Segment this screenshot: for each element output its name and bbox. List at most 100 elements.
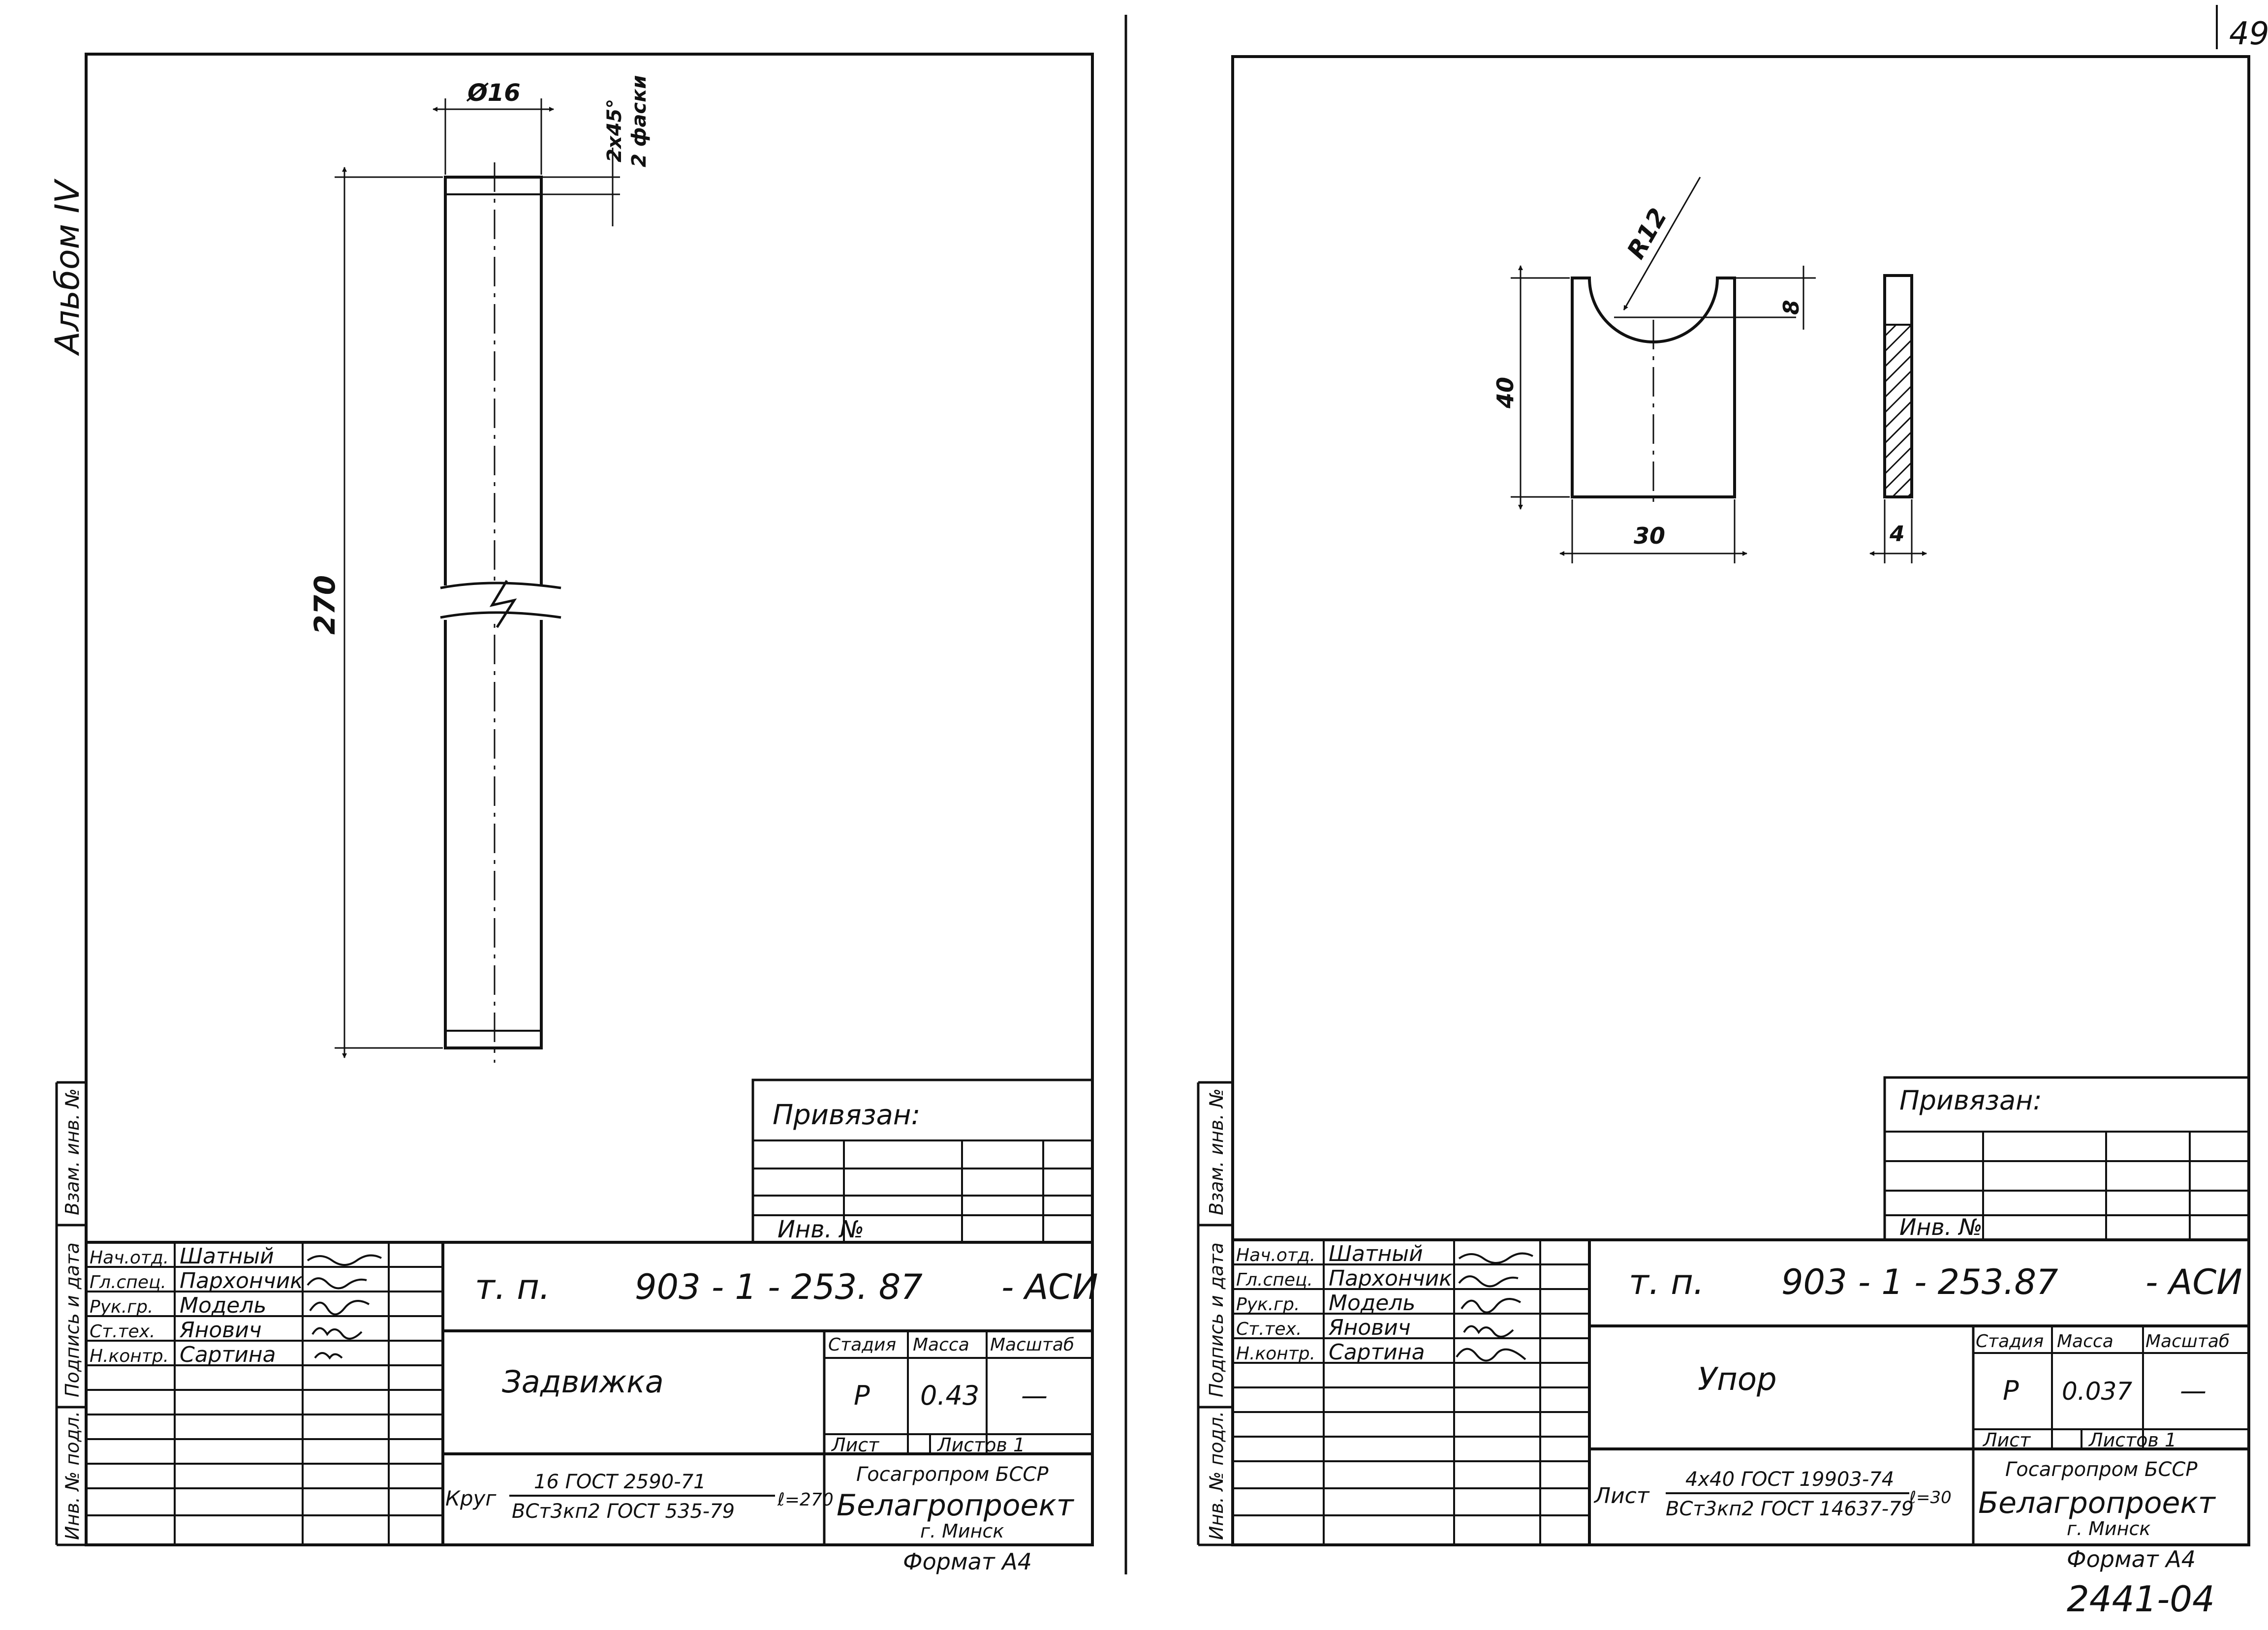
right-role-4: Н.контр. xyxy=(1236,1344,1315,1364)
signature-scribble xyxy=(1460,1298,1521,1314)
right-material-length: ℓ=30 xyxy=(1909,1488,1952,1507)
left-signature-grid xyxy=(86,1242,443,1545)
dim-depth: 8 xyxy=(1779,300,1804,315)
right-title-block: Нач.отд. Гл.спец. Рук.гр. Ст.тех. Н.конт… xyxy=(1233,1238,2249,1572)
right-sheets-label: Листов 1 xyxy=(2088,1429,2176,1451)
right-material-prefix: Лист xyxy=(1593,1483,1650,1508)
left-org-line1: Госагропром БССР xyxy=(856,1463,1049,1486)
dim-diameter: Ø16 xyxy=(466,79,521,107)
right-inv-no-label: Инв. № xyxy=(1899,1214,1983,1240)
pin-drawing: Ø16 2x45° 2 фаски 270 xyxy=(308,75,651,1063)
right-part-name: Упор xyxy=(1698,1361,1777,1398)
left-doc-number: 903 - 1 - 253. 87 xyxy=(635,1267,923,1307)
right-privyazan-block: Привязан: Инв. № xyxy=(1883,1076,2250,1241)
dim-thickness: 4 xyxy=(1889,522,1905,547)
right-doc-suffix: - АСИ xyxy=(2145,1262,2242,1302)
left-name-1: Пархончик xyxy=(180,1268,303,1293)
right-name-1: Пархончик xyxy=(1329,1266,1452,1291)
left-sheets-label: Листов 1 xyxy=(936,1434,1025,1456)
right-name-2: Модель xyxy=(1329,1291,1415,1316)
side-inv-label: Инв. № подл. xyxy=(1206,1411,1227,1540)
dim-width: 30 xyxy=(1634,523,1665,549)
right-sheet-label: Лист xyxy=(1982,1429,2031,1451)
left-mass-value: 0.43 xyxy=(920,1380,979,1411)
right-doc-number: 903 - 1 - 253.87 xyxy=(1781,1262,2058,1302)
left-sheet: Взам. инв. № Подпись и дата Инв. № подл.… xyxy=(55,53,1098,1575)
left-org-line2: Белагропроект xyxy=(837,1488,1075,1523)
right-org-line2: Белагропроект xyxy=(1978,1486,2216,1520)
right-sheet: Взам. инв. № Подпись и дата Инв. № подл.… xyxy=(1197,55,2250,1572)
page-number: 49 xyxy=(2229,16,2268,52)
left-name-3: Янович xyxy=(179,1318,262,1343)
break-mark xyxy=(489,580,517,628)
plate-side-view xyxy=(1883,274,1913,498)
right-org-line1: Госагропром БССР xyxy=(2005,1458,2198,1481)
dim-length: 270 xyxy=(308,575,342,635)
bottom-code: 2441-04 xyxy=(2067,1578,2215,1620)
right-mass-label: Масса xyxy=(2057,1331,2113,1352)
side-inv-label: Инв. № подл. xyxy=(62,1411,83,1540)
signature-scribble xyxy=(1456,1348,1526,1362)
side-vzam-label: Взам. инв. № xyxy=(62,1088,83,1215)
right-role-0: Нач.отд. xyxy=(1236,1245,1315,1265)
signature-scribble xyxy=(311,1327,363,1340)
left-role-0: Нач.отд. xyxy=(90,1248,169,1268)
right-role-3: Ст.тех. xyxy=(1236,1319,1302,1339)
left-name-2: Модель xyxy=(180,1293,266,1318)
left-role-3: Ст.тех. xyxy=(90,1322,155,1342)
left-format: Формат А4 xyxy=(903,1548,1032,1575)
dim-height: 40 xyxy=(1492,377,1519,409)
left-role-1: Гл.спец. xyxy=(90,1272,166,1292)
signature-scribble xyxy=(1463,1325,1514,1338)
dim-chamfer-2: 2 фаски xyxy=(628,75,651,167)
right-name-3: Янович xyxy=(1328,1315,1411,1340)
signature-scribble xyxy=(307,1254,382,1266)
left-material-prefix: Круг xyxy=(445,1486,497,1510)
left-frame xyxy=(85,53,1094,1546)
dim-radius: R12 xyxy=(1621,203,1673,264)
left-material-bottom: ВСт3кп2 ГОСТ 535-79 xyxy=(512,1500,735,1523)
right-name-4: Сартина xyxy=(1329,1340,1425,1365)
side-podpis-label: Подпись и дата xyxy=(62,1242,83,1397)
left-sheet-label: Лист xyxy=(831,1434,880,1456)
left-mass-label: Масса xyxy=(913,1335,969,1355)
signature-scribble xyxy=(307,1277,367,1290)
right-signature-grid xyxy=(1233,1240,1589,1545)
left-material-length: ℓ=270 xyxy=(777,1490,834,1510)
left-name-4: Сартина xyxy=(180,1342,276,1367)
left-privyazan-label: Привязан: xyxy=(773,1099,920,1131)
left-inv-no-label: Инв. № xyxy=(777,1216,864,1243)
left-side-strip: Взам. инв. № Подпись и дата Инв. № подл. xyxy=(55,1081,86,1546)
signature-scribble xyxy=(1458,1275,1519,1288)
dim-chamfer-1: 2x45° xyxy=(603,99,626,162)
left-scale-label: Масштаб xyxy=(990,1335,1074,1355)
left-stage-value: Р xyxy=(854,1380,870,1411)
right-material-top: 4x40 ГОСТ 19903-74 xyxy=(1685,1468,1894,1491)
right-stage-value: Р xyxy=(2003,1375,2019,1406)
signature-scribble xyxy=(314,1352,343,1360)
left-stage-label: Стадия xyxy=(828,1335,896,1355)
signature-scribble xyxy=(1458,1252,1533,1264)
plate-outline xyxy=(1571,277,1736,498)
left-material-top: 16 ГОСТ 2590-71 xyxy=(534,1471,706,1493)
right-name-0: Шатный xyxy=(1329,1241,1423,1266)
right-side-strip: Взам. инв. № Подпись и дата Инв. № подл. xyxy=(1197,1081,1233,1546)
left-part-name: Задвижка xyxy=(502,1364,664,1400)
right-stage-label: Стадия xyxy=(1976,1331,2044,1352)
right-mass-value: 0.037 xyxy=(2062,1377,2132,1406)
right-format: Формат А4 xyxy=(2067,1546,2196,1572)
album-label: Альбом IV xyxy=(48,178,87,356)
right-scale-label: Масштаб xyxy=(2145,1331,2230,1352)
right-role-1: Гл.спец. xyxy=(1236,1270,1313,1290)
left-doc-suffix: - АСИ xyxy=(1001,1267,1098,1307)
left-doc-prefix: т. п. xyxy=(475,1267,550,1307)
left-title-block: Нач.отд. Гл.спец. Рук.гр. Ст.тех. Н.конт… xyxy=(86,1241,1098,1575)
right-frame xyxy=(1231,55,2250,1546)
left-name-0: Шатный xyxy=(180,1244,274,1269)
left-role-2: Рук.гр. xyxy=(90,1297,153,1317)
right-scale-value: — xyxy=(2180,1375,2206,1406)
left-privyazan-block: Привязан: Инв. № xyxy=(751,1078,1094,1244)
right-doc-prefix: т. п. xyxy=(1629,1262,1704,1302)
stop-plate-drawing: R12 8 40 30 4 xyxy=(1492,177,1927,563)
